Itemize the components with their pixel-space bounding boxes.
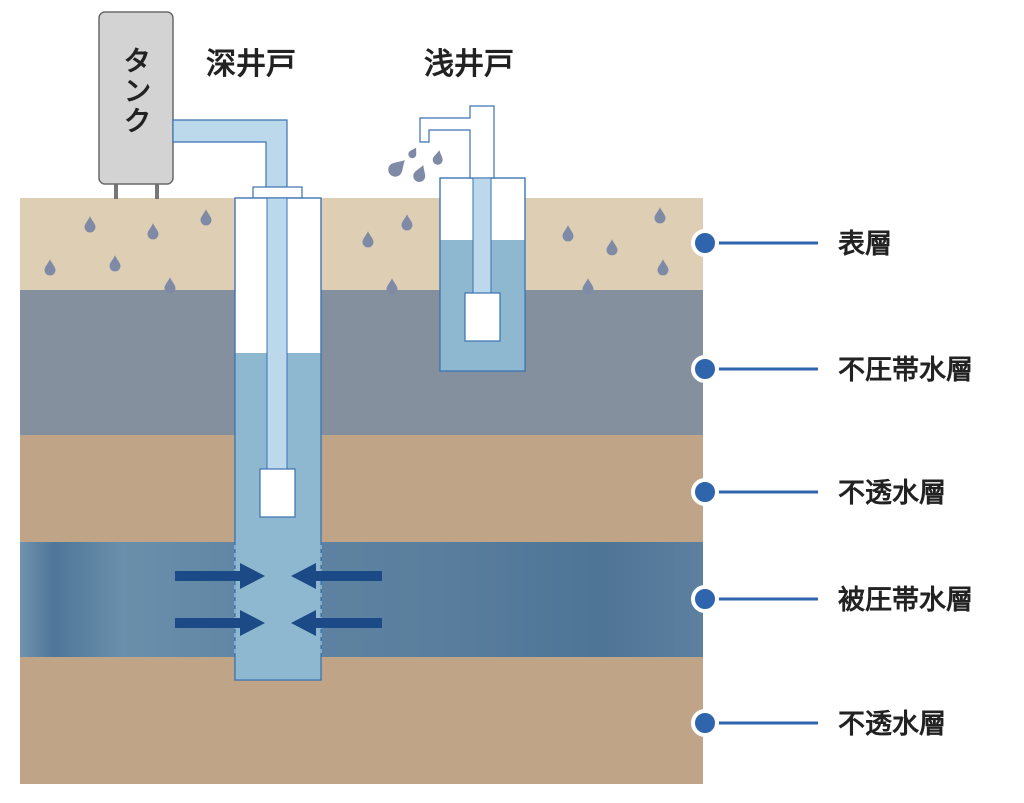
deep-well xyxy=(234,186,322,681)
splash-water-drops xyxy=(388,147,443,182)
water-drop-icon xyxy=(657,259,669,276)
circle-marker-icon xyxy=(691,478,719,506)
water-drop-icon xyxy=(606,239,618,256)
water-drop-icon xyxy=(44,259,56,276)
water-drop-icon xyxy=(109,255,121,272)
water-drop-icon xyxy=(386,278,398,295)
water-drop-icon xyxy=(147,223,159,240)
layer-label: 不圧帯水層 xyxy=(838,354,973,386)
shallow-well xyxy=(419,105,526,372)
layer-impermeable-2 xyxy=(20,657,703,784)
layer-confined-aquifer xyxy=(20,542,703,657)
surface-water-drops xyxy=(44,207,669,295)
tank-label: タンク xyxy=(120,46,153,136)
tank: タンク xyxy=(98,11,174,199)
shallow-well-pump xyxy=(464,292,501,342)
circle-marker-icon xyxy=(691,229,719,257)
layer-unconfined-aquifer xyxy=(20,290,703,435)
inflow-arrow-icon xyxy=(291,563,382,589)
water-drop-icon xyxy=(408,147,417,159)
shallow-well-spout xyxy=(419,105,495,179)
deep-well-title: 深井戸 xyxy=(206,47,296,82)
water-drop-icon xyxy=(388,160,405,177)
layer-label: 被圧帯水層 xyxy=(838,584,973,616)
water-drop-icon xyxy=(84,216,96,233)
circle-marker-icon xyxy=(691,709,719,737)
water-drop-icon xyxy=(582,278,594,295)
layer-surface xyxy=(20,198,703,290)
circle-marker-icon xyxy=(691,585,719,613)
water-drop-icon xyxy=(413,164,426,182)
layer-label: 不透水層 xyxy=(838,709,946,740)
layer-impermeable-1 xyxy=(20,435,703,542)
inflow-arrow-icon xyxy=(175,610,265,636)
deep-well-pipe xyxy=(266,197,288,471)
circle-marker-icon xyxy=(691,355,719,383)
water-drop-icon xyxy=(432,150,443,165)
tank-body xyxy=(98,11,174,185)
layer-label: 表層 xyxy=(838,229,892,260)
tank-pipe xyxy=(172,119,288,189)
inflow-arrows xyxy=(175,563,382,636)
deep-well-pump xyxy=(259,468,296,518)
inflow-arrow-icon xyxy=(175,563,265,589)
water-drop-icon xyxy=(654,207,666,224)
layer-label: 不透水層 xyxy=(838,478,946,509)
water-drop-icon xyxy=(562,225,574,242)
shallow-well-pipe xyxy=(472,177,492,294)
water-drop-icon xyxy=(401,214,413,231)
shallow-well-title: 浅井戸 xyxy=(424,47,514,82)
water-drop-icon xyxy=(362,231,374,248)
water-drop-icon xyxy=(200,209,212,226)
inflow-arrow-icon xyxy=(291,610,382,636)
water-drop-icon xyxy=(164,277,176,294)
